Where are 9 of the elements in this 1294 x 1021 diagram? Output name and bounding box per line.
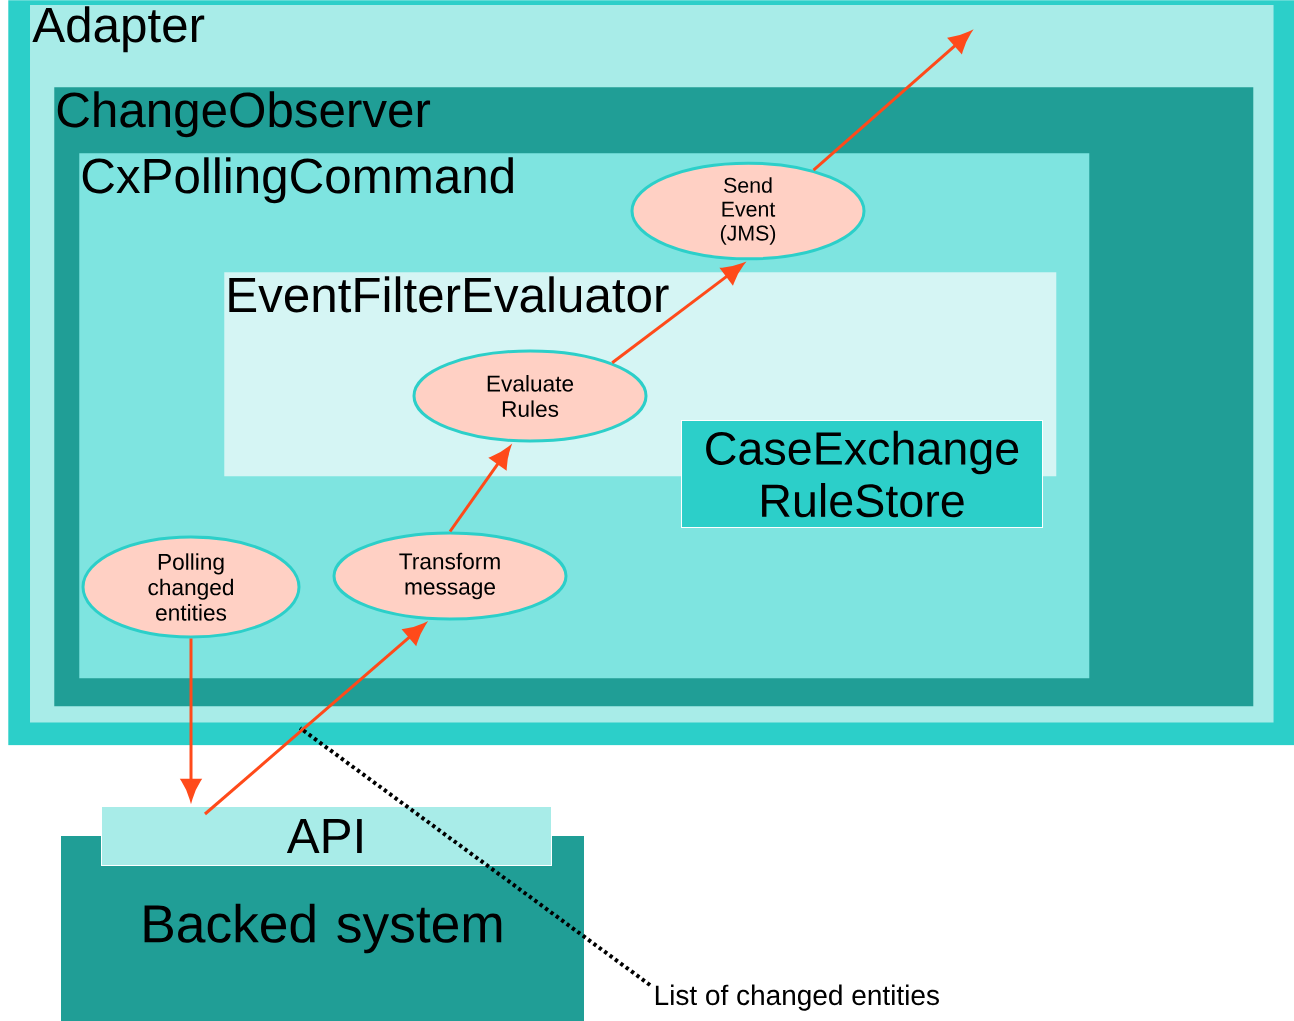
arrow bbox=[611, 263, 744, 364]
arrow bbox=[448, 446, 511, 533]
leader-line bbox=[298, 726, 652, 987]
note-text: List of changed entities bbox=[655, 984, 939, 1011]
arrow bbox=[812, 31, 972, 172]
arrow bbox=[181, 638, 201, 801]
store-box: CaseExchange RuleStore bbox=[681, 420, 1043, 528]
arrow bbox=[204, 623, 426, 816]
api-box: API bbox=[101, 806, 552, 866]
